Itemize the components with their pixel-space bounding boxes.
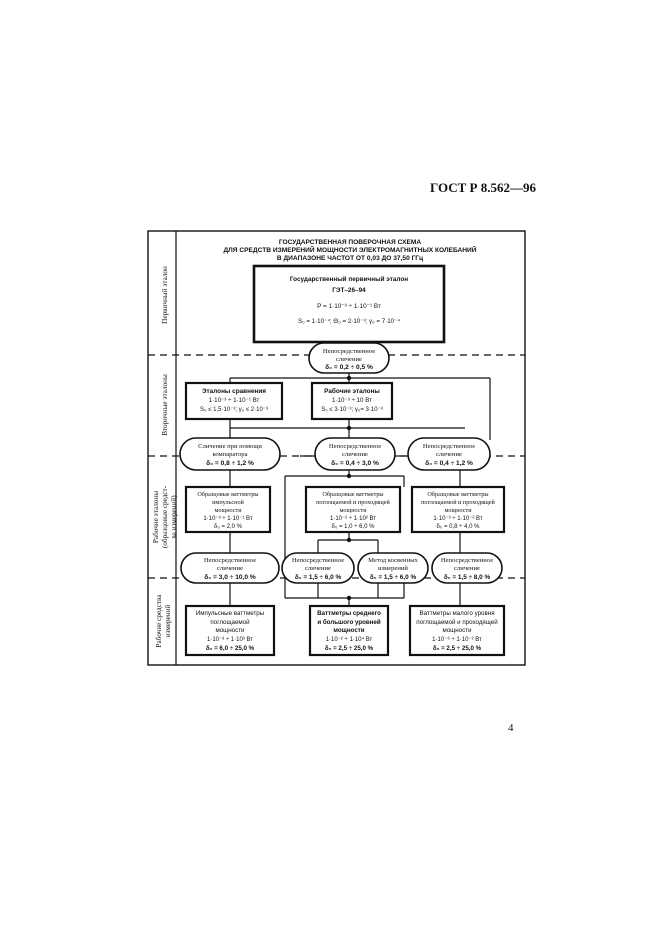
oval-low-center-b-accuracy: δ₀ = 1,5 ÷ 6,0 % bbox=[370, 574, 417, 581]
primary-standard-box bbox=[252, 264, 446, 344]
oval-low-right bbox=[431, 552, 503, 584]
inst-right-line-1: Ваттметры малого уровня bbox=[419, 610, 494, 617]
oval-low-center-a bbox=[281, 552, 355, 584]
inst-left-line-1: Импульсные ваттметры bbox=[196, 610, 265, 617]
ws-right-line-2: поглощаемой и проходящей bbox=[421, 499, 495, 506]
inst-left-line-3: мощности bbox=[215, 627, 245, 634]
oval-low-right-accuracy: δ₀ = 1,5 ÷ 8,0 % bbox=[444, 574, 491, 581]
ws-right-line-3: мощности bbox=[444, 507, 472, 514]
primary-standard-code: ГЭТ–26–94 bbox=[332, 287, 366, 294]
oval-low-center-b bbox=[357, 552, 429, 584]
inst-center-line-1: Ваттметры среднего bbox=[317, 610, 381, 617]
oval-mid-center-line-2: сличение bbox=[342, 451, 368, 458]
inst-right-line-5: δ₀ = 2,5 ÷ 25,0 % bbox=[433, 645, 482, 652]
page-number: 4 bbox=[508, 722, 514, 734]
inst-left-line-4: 1·10⁻³ ÷ 1·10³ Вт bbox=[207, 637, 253, 643]
instrument-box-center bbox=[308, 604, 390, 657]
ws-left-line-1: Образцовые ваттметры bbox=[197, 491, 259, 498]
ws-left-line-5: δ₀ = 2,0 % bbox=[214, 524, 243, 530]
inst-center-line-2: и большого уровней bbox=[317, 619, 381, 626]
document-code: ГОСТ Р 8.562—96 bbox=[430, 180, 536, 195]
side-label-working-instruments-2: измерений bbox=[164, 605, 172, 638]
ws-left-line-3: мощности bbox=[214, 507, 242, 514]
comparison-standards-line-2: 1·10⁻³ ÷ 1·10⁻¹ Вт bbox=[209, 397, 260, 404]
oval-mid-center-line-1: Непосредственное bbox=[329, 443, 381, 450]
oval-comparator-line-2: компаратора bbox=[212, 451, 247, 458]
oval-low-left bbox=[180, 552, 280, 584]
primary-standard-range: P = 1·10⁻³ ÷ 1·10⁻¹ Вт bbox=[317, 303, 381, 310]
side-label-working-standards-1: Рабочие эталоны bbox=[152, 491, 160, 543]
ws-right-line-4: 1·10⁻³ ÷ 1·10⁻² Вт bbox=[433, 516, 482, 522]
oval-comparator bbox=[179, 437, 281, 471]
ws-left-line-4: 1·10⁻³ ÷ 1·10⁻¹ Вт bbox=[203, 516, 252, 522]
side-label-working-standards-2: (образцовые средст- bbox=[161, 485, 169, 548]
connector-junctions bbox=[346, 375, 352, 601]
oval-low-right-line-1: Непосредственное bbox=[441, 557, 493, 564]
inst-right-line-3: мощности bbox=[442, 627, 472, 634]
primary-standard-params: S₀ = 1·10⁻⁴; Θ₀ = 2·10⁻³; γ₀ = 7·10⁻⁴ bbox=[298, 318, 400, 325]
inst-left-line-5: δ₀ = 6,0 ÷ 25,0 % bbox=[206, 645, 255, 652]
scheme-title-2: ДЛЯ СРЕДСТВ ИЗМЕРЕНИЙ МОЩНОСТИ ЭЛЕКТРОМА… bbox=[223, 245, 476, 254]
ws-center-line-2: поглощаемой и проходящей bbox=[316, 499, 390, 506]
inst-right-line-4: 1·10⁻⁶ ÷ 1·10⁻² Вт bbox=[432, 636, 482, 643]
oval-comparator-line-1: Сличение при помощи bbox=[198, 443, 262, 450]
oval-low-center-a-accuracy: δ₀ = 1,5 ÷ 6,0 % bbox=[295, 574, 342, 581]
working-standard-box-center bbox=[304, 485, 402, 534]
oval-low-left-accuracy: δ₀ = 3,0 ÷ 10,0 % bbox=[204, 574, 256, 581]
side-label-primary: Первичный эталон bbox=[161, 266, 169, 324]
comparison-standards-box bbox=[184, 381, 284, 421]
oval-top-direct-comparison bbox=[308, 342, 390, 374]
instrument-box-right bbox=[408, 604, 506, 657]
comparison-standards-line-3: S₀ ≤ 1,5·10⁻³; γ₀ ≤ 2·10⁻³ bbox=[200, 407, 268, 413]
scheme-title-1: ГОСУДАРСТВЕННАЯ ПОВЕРОЧНАЯ СХЕМА bbox=[279, 239, 422, 246]
oval-mid-right-line-2: сличение bbox=[436, 451, 462, 458]
ws-center-line-5: δ₀ = 1,0 ÷ 6,0 % bbox=[332, 524, 376, 530]
oval-low-right-line-2: сличение bbox=[454, 565, 480, 572]
oval-low-center-b-line-2: измерений bbox=[378, 565, 408, 572]
ws-left-line-2: импульсной bbox=[212, 499, 244, 506]
ws-center-line-3: мощности bbox=[339, 507, 367, 514]
oval-low-left-line-2: сличение bbox=[217, 565, 243, 572]
oval-mid-center bbox=[314, 437, 396, 471]
oval-top-accuracy: δ₀ = 0,2 ÷ 0,5 % bbox=[325, 364, 373, 371]
inst-left-line-2: поглощаемой bbox=[210, 619, 250, 626]
oval-mid-center-accuracy: δ₀ = 0,4 ÷ 3,0 % bbox=[331, 460, 379, 467]
inst-center-line-4: 1·10⁻² ÷ 1·10⁴ Вт bbox=[326, 636, 373, 643]
working-standards-line-1: Рабочие эталоны bbox=[324, 387, 380, 395]
side-label-secondary: Вторичные эталоны bbox=[161, 374, 169, 436]
scheme-title-3: В ДИАПАЗОНЕ ЧАСТОТ ОТ 0,03 ДО 37,50 ГГц bbox=[277, 255, 423, 262]
ws-right-line-1: Образцовые ваттметры bbox=[427, 491, 489, 498]
oval-low-left-line-1: Непосредственное bbox=[204, 557, 256, 564]
oval-low-center-a-line-1: Непосредственное bbox=[292, 557, 344, 564]
ws-center-line-4: 1·10⁻² ÷ 1·10² Вт bbox=[330, 516, 376, 522]
comparison-standards-line-1: Эталоны сравнения bbox=[202, 388, 266, 395]
inst-center-line-3: мощности bbox=[333, 627, 364, 634]
ws-center-line-1: Образцовые ваттметры bbox=[322, 491, 384, 498]
working-standards-box bbox=[310, 381, 394, 421]
oval-mid-right-line-1: Непосредственное bbox=[423, 443, 475, 450]
oval-top-line-1: Непосредственное bbox=[323, 348, 375, 355]
instrument-box-left bbox=[184, 604, 276, 657]
inst-right-line-2: поглощаемой и проходящей bbox=[416, 619, 498, 626]
side-label-working-instruments-1: Рабочие средства bbox=[155, 594, 163, 648]
oval-top-line-2: сличение bbox=[336, 356, 362, 363]
ws-right-line-5: δ₀ = 0,8 ÷ 4,0 % bbox=[437, 524, 481, 530]
inst-center-line-5: δ₀ = 2,5 ÷ 25,0 % bbox=[325, 645, 374, 652]
oval-mid-right bbox=[407, 437, 491, 471]
side-label-working-standards-3: ва измерений) bbox=[170, 495, 178, 539]
oval-mid-right-accuracy: δ₀ = 0,4 ÷ 1,2 % bbox=[425, 460, 473, 467]
working-standard-box-right bbox=[410, 485, 506, 534]
oval-comparator-accuracy: δ₀ = 0,8 ÷ 1,2 % bbox=[206, 460, 254, 467]
scheme-frame bbox=[147, 230, 526, 666]
oval-low-center-b-line-1: Метод косвенных bbox=[368, 557, 418, 564]
working-standard-box-left bbox=[184, 485, 272, 534]
working-standards-line-2: 1·10⁻³ ÷ 10 Вт bbox=[332, 397, 372, 404]
working-standards-line-3: S₀ ≤ 3·10⁻³; γ₀= 3·10⁻³ bbox=[321, 407, 382, 413]
primary-standard-title: Государственный первичный эталон bbox=[290, 275, 408, 283]
oval-low-center-a-line-2: сличение bbox=[305, 565, 331, 572]
